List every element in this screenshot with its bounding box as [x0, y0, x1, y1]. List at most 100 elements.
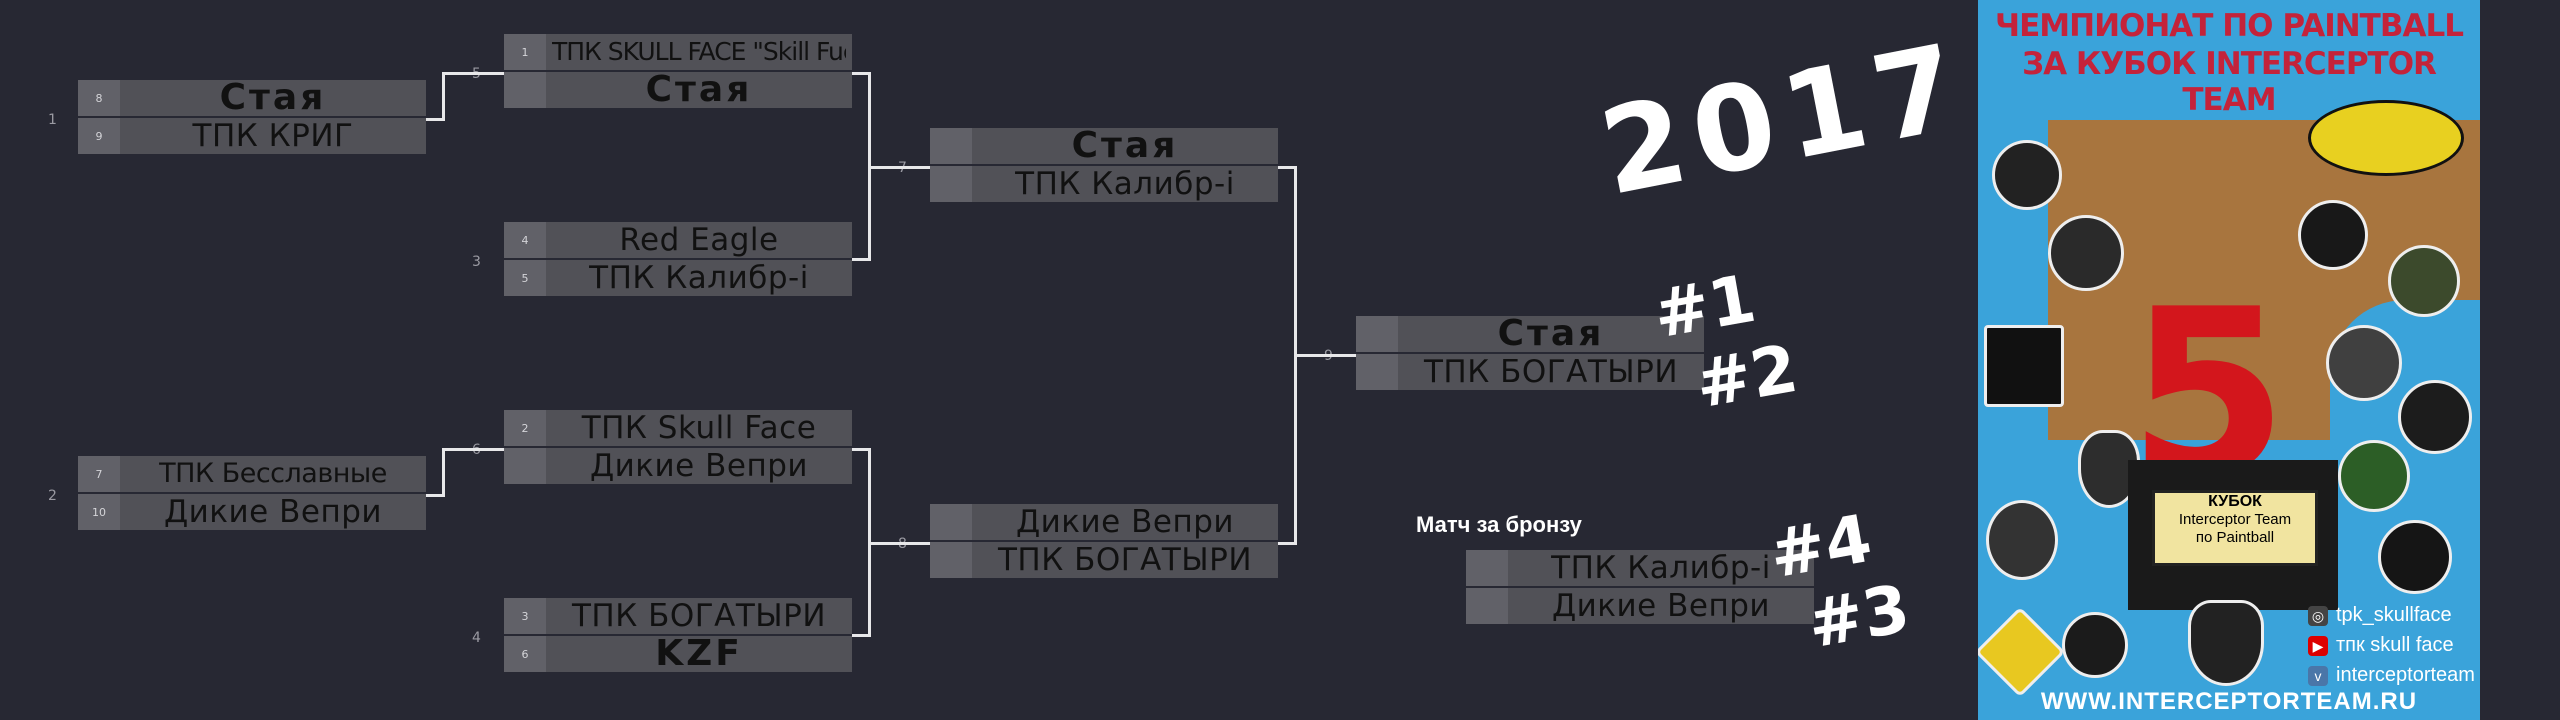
- bronze-match[interactable]: ТПК Калибр-і Дикие Вепри: [1466, 550, 1814, 626]
- team-slot[interactable]: ТПК Калибр-і: [930, 166, 1278, 202]
- seed-number: 7: [78, 456, 120, 492]
- team-name: ТПК Бесславные: [159, 458, 387, 489]
- social-label: tpk_skullface: [2336, 604, 2452, 626]
- team-name: ТПК Skull Face: [581, 410, 817, 446]
- match-1[interactable]: 8 Стая 9 ТПК КРИГ: [78, 80, 426, 156]
- seed-number: 9: [78, 118, 120, 154]
- team-slot[interactable]: 6 KZF: [504, 636, 852, 672]
- team-name: ТПК Калибр-і: [1015, 166, 1235, 202]
- match-6[interactable]: 2 ТПК Skull Face Дикие Вепри: [504, 410, 852, 486]
- seed-number: [1356, 354, 1398, 390]
- trophy-plate: КУБОК Interceptor Team по Paintball: [2152, 490, 2318, 566]
- seed-number: 3: [504, 598, 546, 634]
- team-slot[interactable]: ТПК БОГАТЫРИ: [930, 542, 1278, 578]
- team-logo: [2378, 520, 2452, 594]
- seed-number: 4: [504, 222, 546, 258]
- team-logo: [2048, 215, 2124, 291]
- team-name: ТПК БОГАТЫРИ: [571, 598, 827, 634]
- plate-line3: по Paintball: [2195, 529, 2275, 546]
- seed-number: 10: [78, 494, 120, 530]
- youtube-icon: ▶: [2308, 635, 2328, 656]
- year-label: 2017: [1590, 16, 1979, 222]
- team-name: KZF: [655, 636, 743, 672]
- team-name: ТПК Калибр-і: [1551, 550, 1771, 586]
- match-number: 4: [472, 630, 481, 646]
- social-youtube[interactable]: ▶ тпк skull face: [2308, 634, 2454, 657]
- team-slot[interactable]: Дикие Вепри: [1466, 588, 1814, 624]
- team-slot[interactable]: 4 Red Eagle: [504, 222, 852, 258]
- plate-line2: Interceptor Team: [2178, 511, 2292, 528]
- social-vk[interactable]: v interceptorteam: [2308, 664, 2475, 687]
- team-name: Стая: [1071, 128, 1179, 164]
- seed-number: [930, 166, 972, 202]
- team-slot[interactable]: 2 ТПК Skull Face: [504, 410, 852, 446]
- team-logo: [2298, 200, 2368, 270]
- team-name: Стая: [1497, 316, 1605, 352]
- poster-title-line1: ЧЕМПИОНАТ ПО PAINTBALL: [1995, 8, 2464, 44]
- website-link[interactable]: WWW.INTERCEPTORTEAM.RU: [2040, 688, 2418, 715]
- social-label: interceptorteam: [2336, 664, 2475, 686]
- match-number: 2: [48, 488, 57, 504]
- place-2-label: #2: [1690, 329, 1804, 424]
- seed-number: [930, 504, 972, 540]
- team-slot[interactable]: Стая: [1356, 316, 1704, 352]
- match-8[interactable]: Дикие Вепри ТПК БОГАТЫРИ: [930, 504, 1278, 580]
- team-slot[interactable]: ТПК Калибр-і: [1466, 550, 1814, 586]
- team-name: ТПК БОГАТЫРИ: [1423, 354, 1679, 390]
- match-9-final[interactable]: Стая ТПК БОГАТЫРИ: [1356, 316, 1704, 392]
- seed-number: 8: [78, 80, 120, 116]
- team-logo: [2388, 245, 2460, 317]
- match-number: 1: [48, 112, 57, 128]
- team-name: Стая: [645, 72, 753, 108]
- seed-number: [1466, 550, 1508, 586]
- seed-number: 6: [504, 636, 546, 672]
- team-logo: [2308, 100, 2464, 176]
- team-logo: [2188, 600, 2264, 686]
- team-slot[interactable]: Стая: [504, 72, 852, 108]
- match-4[interactable]: 3 ТПК БОГАТЫРИ 6 KZF: [504, 598, 852, 674]
- team-slot[interactable]: ТПК БОГАТЫРИ: [1356, 354, 1704, 390]
- team-logo: [2338, 440, 2410, 512]
- plate-line1: КУБОК: [2208, 493, 2262, 510]
- match-2[interactable]: 7 ТПК Бесславные 10 Дикие Вепри: [78, 456, 426, 532]
- team-name: ТПК Калибр-і: [589, 260, 809, 296]
- seed-number: [1466, 588, 1508, 624]
- team-name: Red Eagle: [619, 222, 779, 258]
- team-logo: [2398, 380, 2472, 454]
- team-name: Дикие Вепри: [589, 448, 809, 484]
- team-name: Дикие Вепри: [163, 494, 383, 530]
- poster-title-line2: ЗА КУБОК INTERCEPTOR TEAM: [2022, 46, 2437, 118]
- seed-number: 2: [504, 410, 546, 446]
- match-7[interactable]: Стая ТПК Калибр-і: [930, 128, 1278, 204]
- team-slot[interactable]: Стая: [930, 128, 1278, 164]
- team-slot[interactable]: 7 ТПК Бесславные: [78, 456, 426, 492]
- team-slot[interactable]: 3 ТПК БОГАТЫРИ: [504, 598, 852, 634]
- team-slot[interactable]: Дикие Вепри: [930, 504, 1278, 540]
- social-label: тпк skull face: [2336, 634, 2454, 656]
- team-name: ТПК БОГАТЫРИ: [997, 542, 1253, 578]
- team-slot[interactable]: 10 Дикие Вепри: [78, 494, 426, 530]
- team-name: ТПК SKULL FACE "Skill Fuck": [552, 37, 846, 66]
- team-logo: [1992, 140, 2062, 210]
- vk-icon: v: [2308, 665, 2328, 686]
- seed-number: 1: [504, 34, 546, 70]
- team-slot[interactable]: Дикие Вепри: [504, 448, 852, 484]
- team-name: ТПК КРИГ: [192, 118, 354, 154]
- team-name: Стая: [219, 80, 327, 116]
- seed-number: [930, 542, 972, 578]
- seed-number: [1356, 316, 1398, 352]
- seed-number: [504, 72, 546, 108]
- instagram-icon: ◎: [2308, 605, 2328, 626]
- tournament-poster: ЧЕМПИОНАТ ПО PAINTBALL ЗА КУБОК INTERCEP…: [1978, 0, 2480, 720]
- team-slot[interactable]: 9 ТПК КРИГ: [78, 118, 426, 154]
- team-slot[interactable]: 8 Стая: [78, 80, 426, 116]
- team-logo: [1986, 500, 2058, 580]
- team-name: Дикие Вепри: [1015, 504, 1235, 540]
- team-logo: [2326, 325, 2402, 401]
- team-logo: [1984, 325, 2064, 407]
- social-instagram[interactable]: ◎ tpk_skullface: [2308, 604, 2452, 627]
